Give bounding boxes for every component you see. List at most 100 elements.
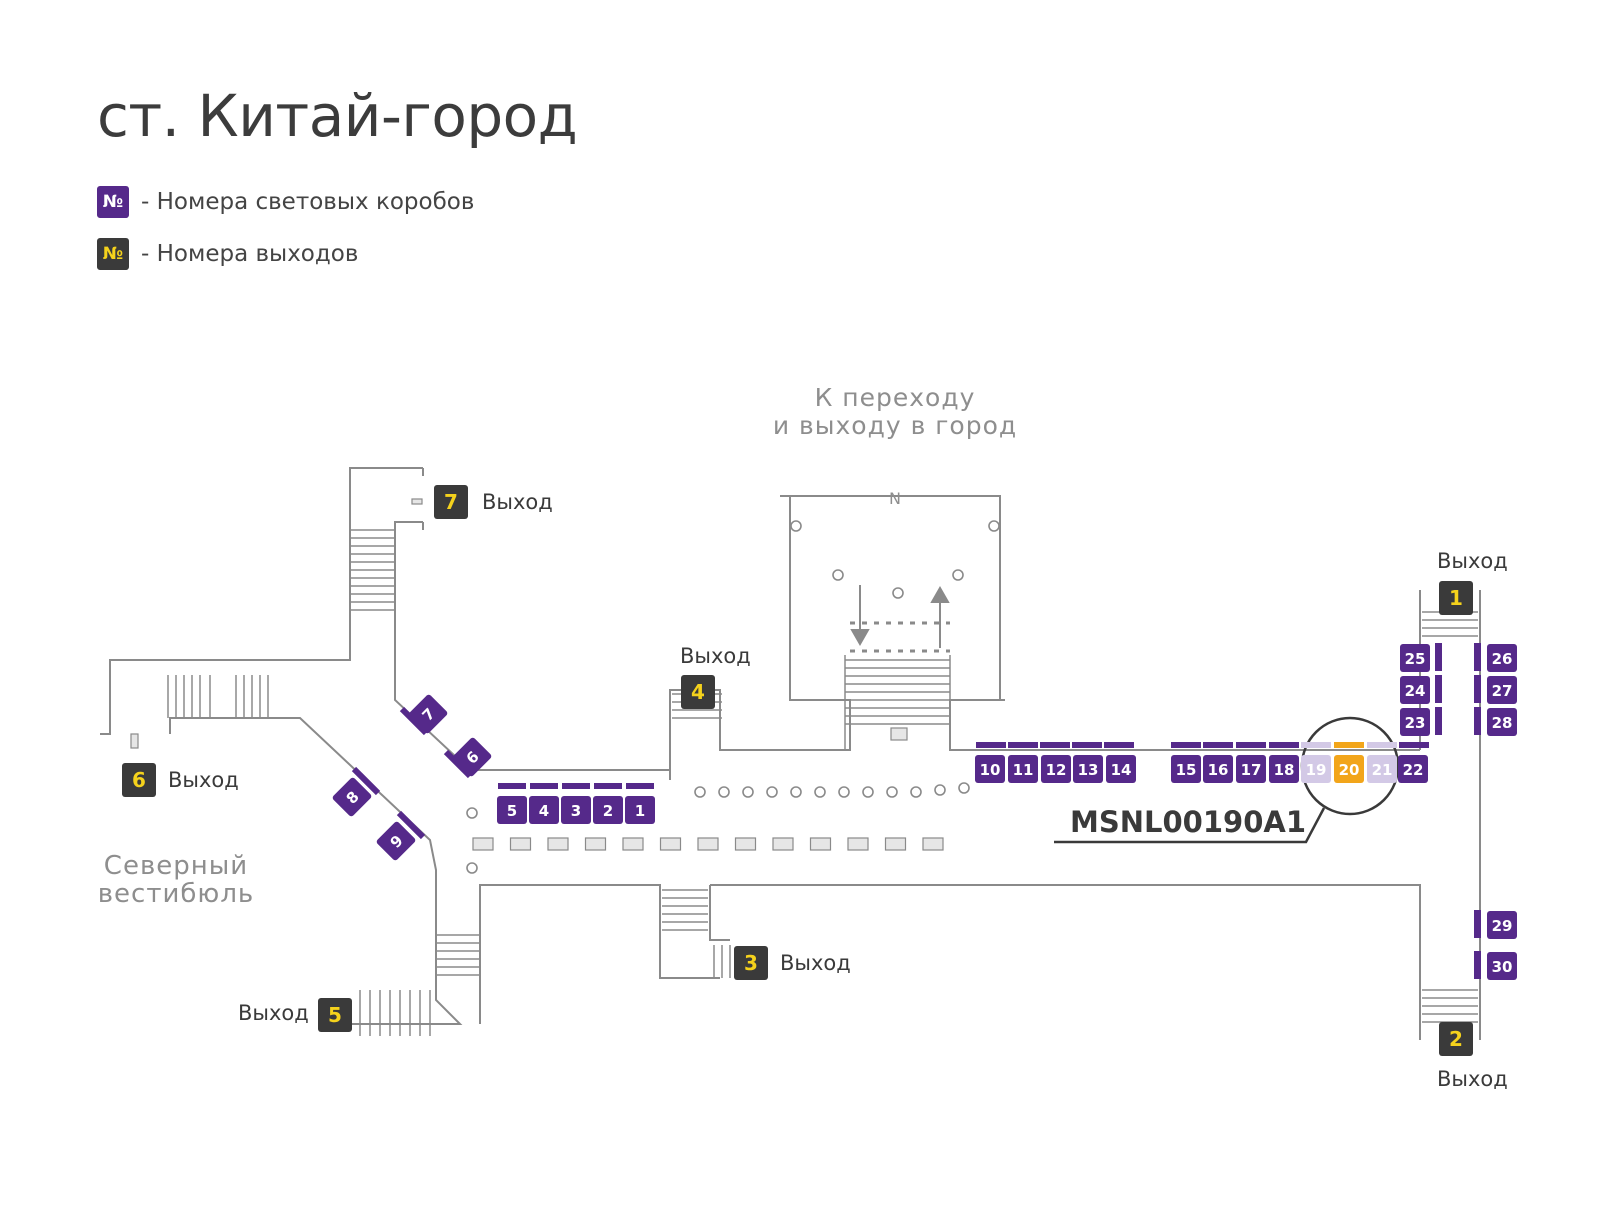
lightbox-badge [1106,755,1136,783]
exit-6-label: Выход [168,768,239,792]
exit-6-marker: 6 [122,763,156,797]
bench-icon [697,837,719,851]
lightbox-number: 3 [571,802,581,820]
exit-number: 6 [132,768,146,792]
lightbox-badge [1203,755,1233,783]
lightbox-number: 30 [1492,958,1513,976]
lightbox-badge [1400,676,1430,704]
lightbox-badge [561,796,591,824]
lightbox-panel [1008,742,1038,748]
lightbox-panel [530,783,558,789]
lightbox-number: 17 [1241,761,1262,779]
lightbox-badge [1236,755,1266,783]
lightbox-badge [1301,755,1331,783]
lightbox-panel [1203,742,1233,748]
lightbox-17: 17 [1236,742,1266,783]
lightbox-number: 24 [1405,682,1426,700]
lightbox-number: 13 [1078,761,1099,779]
bench-icon [847,837,869,851]
exit-number: 2 [1449,1027,1463,1051]
lightbox-5: 5 [497,783,527,824]
bench-icon [890,727,908,741]
lightbox-badge [593,796,623,824]
lightbox-badge [1400,708,1430,736]
lightbox-8: 8 [332,766,381,817]
lightbox-number: 23 [1405,714,1426,732]
station-stairs [167,529,1478,1036]
exit-4-marker: 4 [681,675,715,709]
lightbox-panel [1435,643,1442,671]
exit-number: 5 [328,1003,342,1027]
exit-1-label: Выход [1437,549,1508,573]
bench-icon [547,837,569,851]
lightbox-26: 26 [1474,643,1517,672]
lightbox-18: 18 [1269,742,1299,783]
legend-exit-row: № - Номера выходов [97,238,358,270]
lightbox-27: 27 [1474,675,1517,704]
transfer-label-line2: и выходу в город [773,411,1017,440]
callout-code: MSNL00190A1 [1070,805,1306,839]
lightbox-7: 7 [399,694,448,736]
lightbox-badge [975,755,1005,783]
column-icon [814,786,826,798]
lightbox-number: 28 [1492,714,1513,732]
lightbox-number: 22 [1403,761,1424,779]
lightbox-badge [1487,911,1517,939]
column-icon [934,784,946,796]
lightbox-badge [1334,755,1364,783]
exit-5-marker: 5 [318,998,352,1032]
lightbox-panel [594,783,622,789]
bench-icon [659,837,682,851]
bench-icon [922,837,944,851]
lightbox-panel [1435,707,1442,735]
lightbox-24: 24 [1400,675,1442,704]
lightbox-badge [408,694,448,734]
lightbox-number: 20 [1339,761,1360,779]
exit-number: 3 [744,951,758,975]
lightbox-29: 29 [1474,910,1517,939]
exit-3-marker: 3 [734,946,768,980]
lightbox-23: 23 [1400,707,1442,736]
lightbox-badge [1487,708,1517,736]
lightbox-25: 25 [1400,643,1442,672]
lightbox-22: 22 [1398,742,1429,783]
column-icon [694,786,706,798]
exit-5-label: Выход [238,1001,309,1025]
platform-fixtures [130,498,1000,874]
exit-legend-swatch: № [97,238,129,270]
lightbox-panel [1334,742,1364,748]
north-vestibule-line2: вестибюль [98,879,255,909]
lightbox-panel [1399,742,1429,748]
column-icon [790,786,802,798]
lightbox-3: 3 [561,783,591,824]
bench-icon [584,837,607,851]
bench-icon [772,837,794,851]
lightbox-13: 13 [1072,742,1103,783]
exit-4-label: Выход [680,644,751,668]
bench-icon [130,733,139,749]
column-icon [766,786,778,798]
lightbox-legend-swatch: № [97,186,129,218]
lightbox-panel [1171,742,1201,748]
arrow-down-icon [850,629,870,647]
bench-icon [411,498,423,505]
lightbox-panel [1474,675,1481,703]
direction-arrows [850,585,950,648]
lightbox-badge [1487,952,1517,980]
exit-3-label: Выход [780,951,851,975]
lightbox-11: 11 [1008,742,1038,783]
lightbox-panel [1269,742,1299,748]
column-icon [466,807,478,819]
arrow-up-icon [930,585,950,603]
lightbox-badge [1400,644,1430,672]
lightbox-badge [1398,755,1428,783]
lightbox-badge [497,796,527,824]
lightbox-panel [626,783,654,789]
lightbox-16: 16 [1203,742,1233,783]
lightbox-number: 15 [1176,761,1197,779]
exit-7-label: Выход [482,490,553,514]
lightbox-number: 16 [1208,761,1229,779]
